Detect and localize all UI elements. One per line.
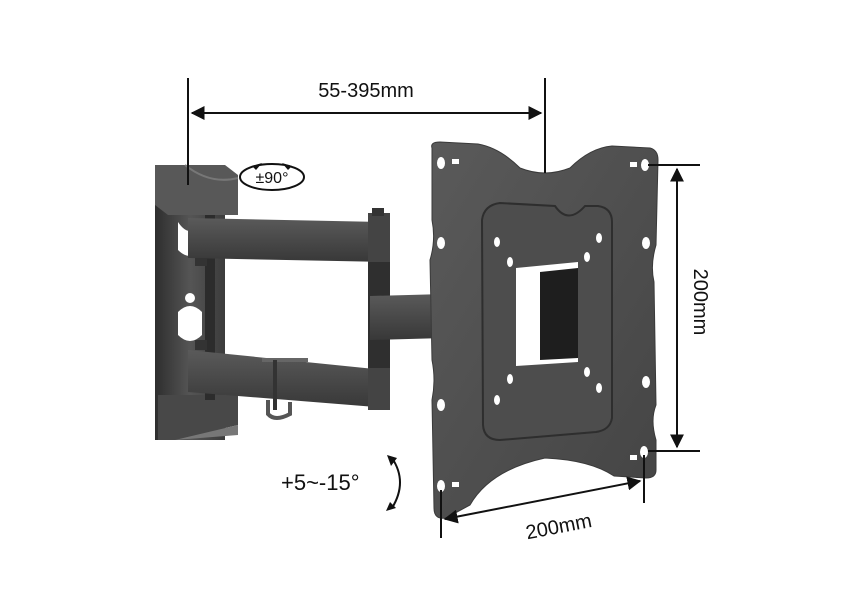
extension-range-label: 55-395mm [318, 80, 414, 102]
extension-dimension: 55-395mm [187, 78, 546, 185]
upper-arm [188, 208, 390, 266]
tilt-label: +5~-15° [281, 470, 360, 495]
vesa-plate [429, 141, 659, 519]
wall-plate [155, 164, 239, 440]
vesa-horizontal-label: 200mm [524, 510, 594, 544]
swivel-annotation: ±90° [239, 163, 305, 191]
tilt-annotation: +5~-15° [281, 455, 401, 511]
vesa-vertical-label: 200mm [689, 269, 711, 336]
lower-arm [188, 340, 390, 420]
swivel-label: ±90° [256, 170, 289, 187]
vesa-vertical-dimension: 200mm [648, 164, 711, 452]
middle-arm [370, 294, 445, 340]
